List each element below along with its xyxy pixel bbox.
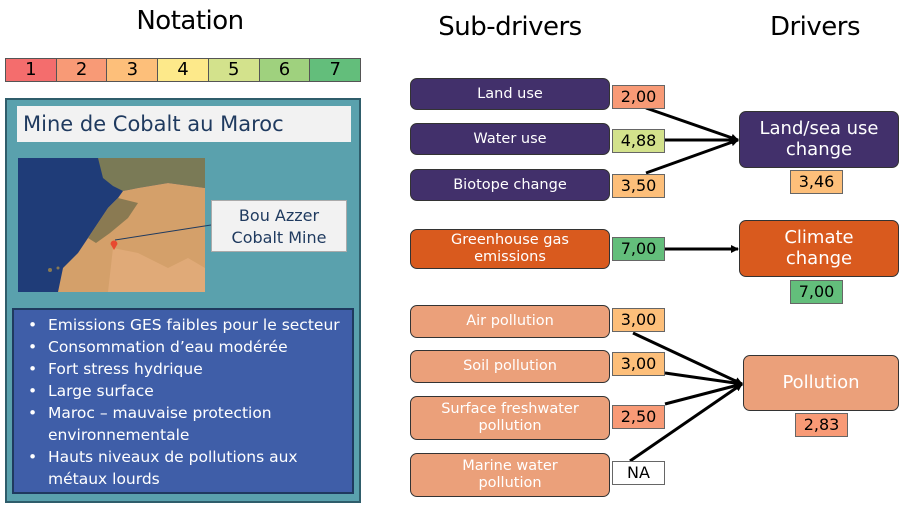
sub-driver-label: Surface freshwater pollution (441, 401, 579, 434)
driver-label: Climate change (784, 226, 854, 269)
sub-driver-label: Marine water pollution (462, 458, 558, 491)
scale-cell-3: 3 (107, 59, 159, 81)
drivers-heading: Drivers (769, 12, 861, 42)
sub-driver-score: 4,88 (612, 129, 665, 153)
sub-driver-score: 3,50 (612, 174, 665, 198)
scale-cell-5: 5 (208, 59, 260, 81)
sub-driver-label: Water use (473, 130, 547, 147)
findings-list: Emissions GES faibles pour le secteur Co… (12, 308, 354, 494)
driver-label: Land/sea use change (759, 117, 879, 160)
sub-driver-score: 2,50 (612, 405, 665, 429)
rating-scale: 1 2 3 4 5 6 7 (5, 58, 361, 82)
link-marine-water (629, 382, 743, 463)
sub-driver-water-use: Water use (410, 123, 610, 155)
scale-cell-4: 4 (158, 59, 209, 81)
finding-item: Large surface (20, 380, 346, 402)
sub-driver-score: 2,00 (612, 85, 665, 109)
sub-drivers-heading: Sub-drivers (438, 12, 582, 42)
sub-driver-score: 7,00 (612, 237, 665, 261)
callout-line (114, 224, 212, 241)
driver-climate-change: Climate change (739, 220, 899, 277)
driver-land-sea-use-change: Land/sea use change (739, 111, 899, 168)
case-title: Mine de Cobalt au Maroc (17, 106, 351, 142)
mine-callout: Bou Azzer Cobalt Mine (211, 200, 347, 252)
sub-driver-score: NA (612, 461, 665, 485)
sub-driver-air-pollution: Air pollution (410, 305, 610, 338)
driver-score: 2,83 (795, 413, 848, 437)
finding-item: Maroc – mauvaise protection environnemen… (20, 402, 346, 446)
case-panel: Mine de Cobalt au Maroc Bou Azzer Cobalt… (5, 98, 361, 503)
sub-driver-label: Greenhouse gas emissions (451, 232, 569, 265)
sub-driver-soil-pollution: Soil pollution (410, 350, 610, 383)
link-air (632, 331, 743, 386)
scale-cell-1: 1 (6, 59, 57, 81)
driver-label: Pollution (782, 371, 860, 393)
callout-line-2: Cobalt Mine (231, 228, 327, 247)
map-image (18, 158, 205, 292)
driver-score: 3,46 (790, 170, 843, 194)
sub-driver-label: Land use (477, 85, 543, 102)
driver-pollution: Pollution (743, 355, 899, 411)
finding-item: Consommation d’eau modérée (20, 336, 346, 358)
sub-driver-score: 3,00 (612, 308, 665, 332)
link-soil (664, 371, 743, 387)
sub-driver-label: Air pollution (466, 313, 554, 330)
sub-driver-label: Soil pollution (463, 358, 557, 375)
sub-driver-score: 3,00 (612, 352, 665, 376)
sub-driver-ghg-emissions: Greenhouse gas emissions (410, 229, 610, 269)
scale-cell-6: 6 (259, 59, 311, 81)
finding-item: Hauts niveaux de pollutions aux métaux l… (20, 446, 346, 490)
callout-line-1: Bou Azzer (238, 206, 320, 225)
link-land-use (645, 106, 739, 142)
location-pin-icon (110, 235, 118, 250)
sub-driver-land-use: Land use (410, 78, 610, 110)
finding-item: Fort stress hydrique (20, 358, 346, 380)
scale-cell-2: 2 (56, 59, 108, 81)
finding-item: Emissions GES faibles pour le secteur (20, 314, 346, 336)
link-biotope (645, 138, 739, 175)
sub-driver-marine-water-pollution: Marine water pollution (410, 453, 610, 497)
link-surface-water (664, 381, 743, 406)
driver-score: 7,00 (790, 280, 843, 304)
scale-cell-7: 7 (310, 59, 361, 81)
sub-driver-biotope-change: Biotope change (410, 169, 610, 201)
sub-driver-surface-freshwater-pollution: Surface freshwater pollution (410, 396, 610, 440)
sub-driver-label: Biotope change (453, 176, 567, 193)
notation-heading: Notation (136, 6, 244, 36)
